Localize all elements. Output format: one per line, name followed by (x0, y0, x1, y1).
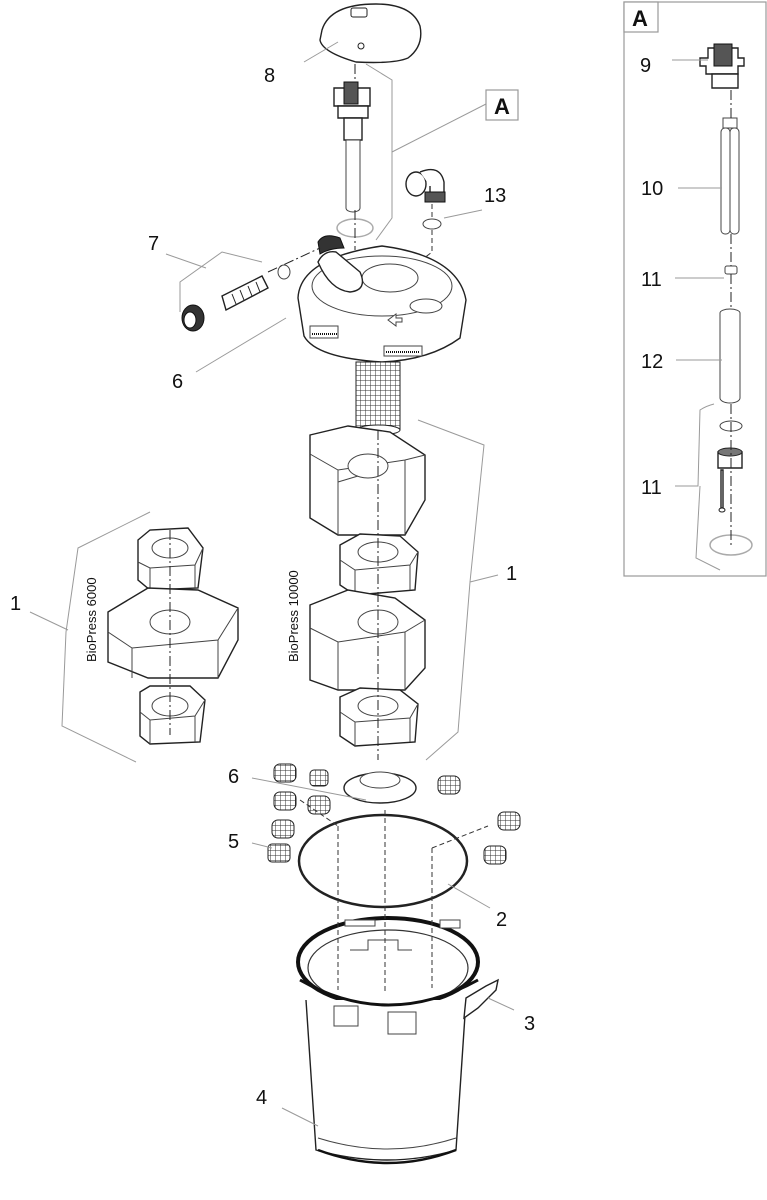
detail-box-label: A (632, 6, 648, 31)
callout-11-set: 11 (641, 477, 662, 499)
callout-2: 2 (496, 909, 507, 931)
seal-ring-part (297, 813, 469, 909)
callout-10: 10 (641, 178, 663, 200)
callout-11-spacer: 11 (641, 269, 662, 291)
filter-housing-part (296, 916, 480, 1165)
elbow-fitting-part (405, 168, 446, 203)
callout-9: 9 (640, 55, 651, 77)
alignment-lines (299, 799, 489, 992)
variant-label-10000: BioPress 10000 (286, 570, 301, 662)
callout-3: 3 (524, 1013, 535, 1035)
callout-1-right: 1 (506, 563, 517, 585)
foam-stack-10000 (309, 425, 426, 760)
bio-media-part (267, 763, 521, 865)
callout-12: 12 (641, 351, 663, 373)
uv-assembly-part (333, 81, 371, 213)
callout-7: 7 (148, 233, 159, 255)
quartz-glass-part (719, 308, 741, 404)
callout-8: 8 (264, 65, 275, 87)
foam-stack-6000 (107, 527, 239, 745)
callout-5: 5 (228, 831, 239, 853)
variant-label-6000: BioPress 6000 (84, 577, 99, 662)
uv-cover-part (319, 3, 422, 64)
callout-6-ring: 6 (228, 766, 239, 788)
hose-tail-part (181, 247, 321, 332)
callout-4: 4 (256, 1087, 267, 1109)
union-nut-part (717, 447, 743, 469)
detail-box-a: A 9 (623, 1, 767, 577)
screw-part (720, 469, 724, 509)
callout-13: 13 (484, 185, 506, 207)
callout-6-lid: 6 (172, 371, 183, 393)
filter-lid-part (297, 235, 467, 363)
uv-lamp-part (720, 117, 740, 235)
uv-socket-part (699, 43, 745, 89)
spacer-part (724, 265, 738, 275)
callout-1-left: 1 (10, 593, 21, 615)
strainer-tube-part (355, 361, 401, 431)
clamp-lever-part (463, 978, 499, 1020)
spacer-ring-part (343, 771, 417, 804)
callout-a: A (494, 94, 510, 119)
